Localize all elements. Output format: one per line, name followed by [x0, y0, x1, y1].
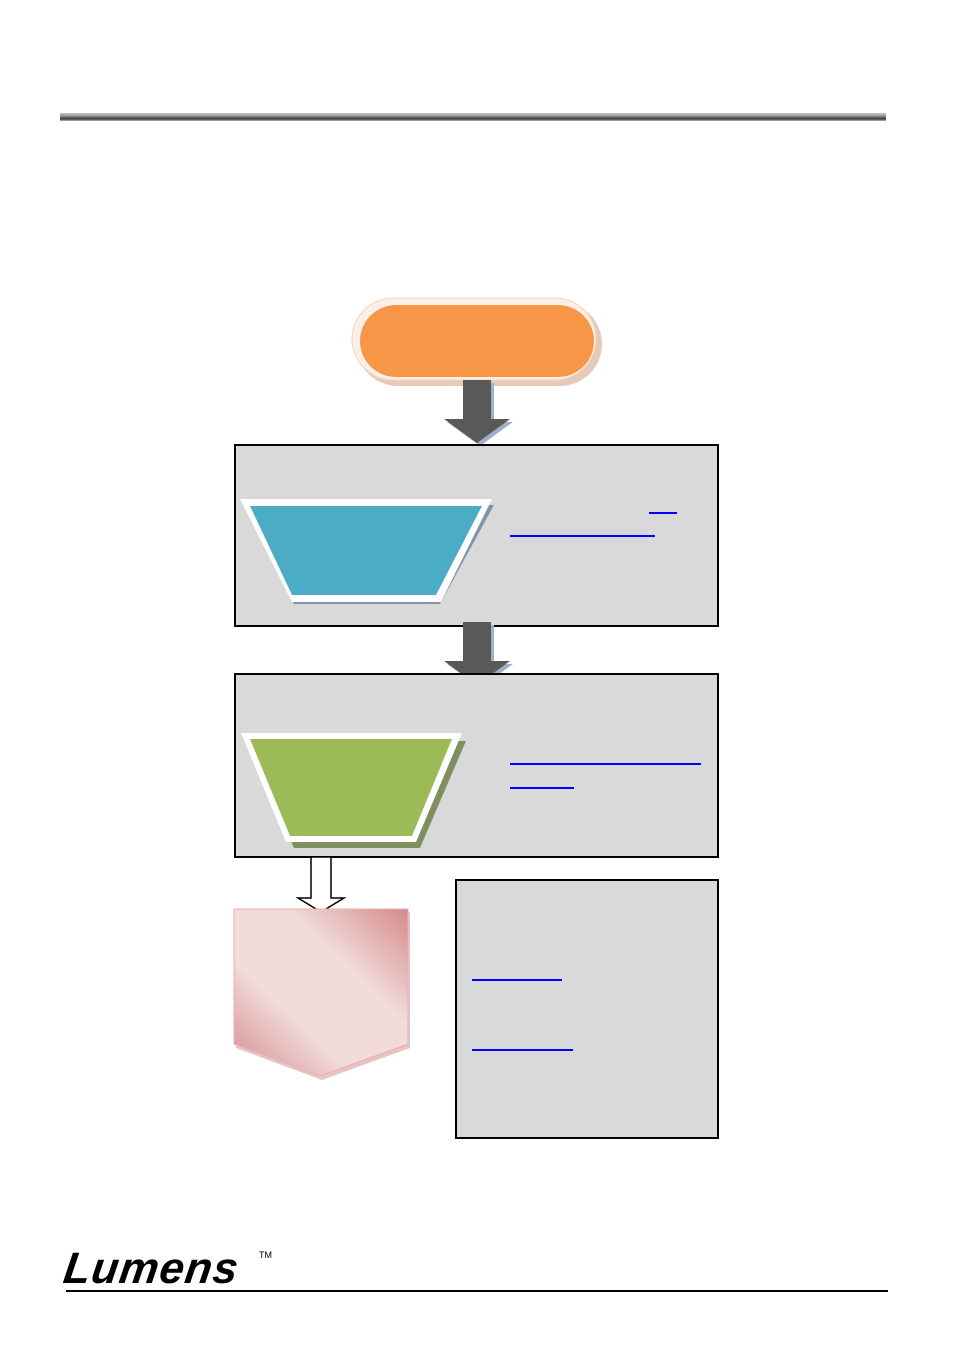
note-box: [455, 879, 719, 1139]
step-1-link-part-2[interactable]: [510, 535, 655, 537]
arrow-down-2: [444, 622, 513, 688]
hollow-arrow-down: [295, 856, 347, 913]
lumens-logo: Lumens: [60, 1244, 243, 1293]
step-2-link-part-2[interactable]: [510, 787, 574, 789]
step-1-link-part-1[interactable]: [649, 512, 677, 514]
step-2-link-part-1[interactable]: [510, 763, 701, 765]
footer-rule: [66, 1290, 888, 1292]
step-2-trapezoid: [241, 733, 466, 848]
note-link-1[interactable]: [472, 979, 562, 981]
start-terminal: [351, 297, 602, 386]
offpage-connector: [233, 908, 410, 1080]
header-rule: [60, 113, 886, 121]
note-link-2[interactable]: [472, 1049, 573, 1051]
step-1-trapezoid: [240, 499, 494, 604]
arrow-down-1: [444, 380, 513, 446]
trademark-symbol: TM: [259, 1250, 272, 1260]
